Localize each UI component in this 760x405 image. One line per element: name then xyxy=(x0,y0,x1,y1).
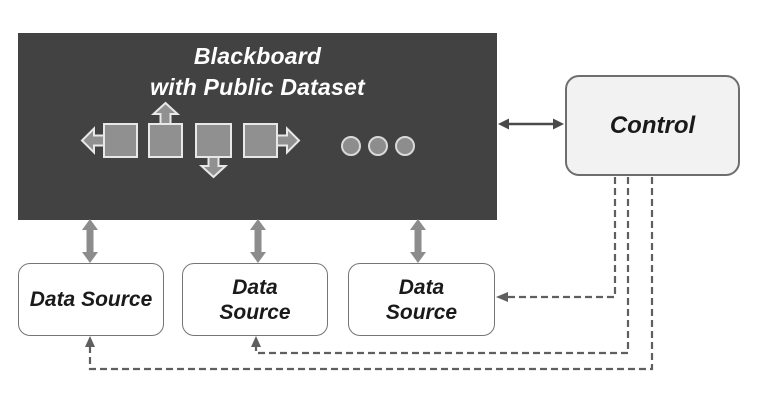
module-block-3 xyxy=(195,123,232,158)
blackboard-title: Blackboard with Public Dataset xyxy=(150,43,365,100)
control-label: Control xyxy=(609,111,696,139)
block-arrow-down-icon xyxy=(198,154,229,179)
blackboard-datasource-2-double-arrow xyxy=(250,219,266,263)
ellipsis-dot-2 xyxy=(368,136,388,156)
datasource-label-2: Data Source xyxy=(219,275,291,324)
blackboard-control-double-arrow xyxy=(498,118,564,130)
datasource-label-3: Data Source xyxy=(385,275,458,324)
datasource-box-2: Data Source xyxy=(182,263,328,336)
blackboard-datasource-3-double-arrow xyxy=(410,219,426,263)
blackboard-panel: Blackboard with Public Dataset xyxy=(18,33,497,220)
blackboard-datasource-1-double-arrow xyxy=(82,219,98,263)
module-block-2 xyxy=(148,123,183,158)
control-box: Control xyxy=(565,75,740,176)
datasource-box-3: Data Source xyxy=(348,263,495,336)
block-arrow-right-icon xyxy=(274,126,301,155)
datasource-box-1: Data Source xyxy=(18,263,164,336)
datasource-label-1: Data Source xyxy=(29,288,153,311)
module-block-1 xyxy=(103,123,138,158)
ellipsis-dot-1 xyxy=(341,136,361,156)
module-block-4 xyxy=(243,123,278,158)
control-datasource-3-dashed-arrow xyxy=(496,177,617,302)
ellipsis-dot-3 xyxy=(395,136,415,156)
